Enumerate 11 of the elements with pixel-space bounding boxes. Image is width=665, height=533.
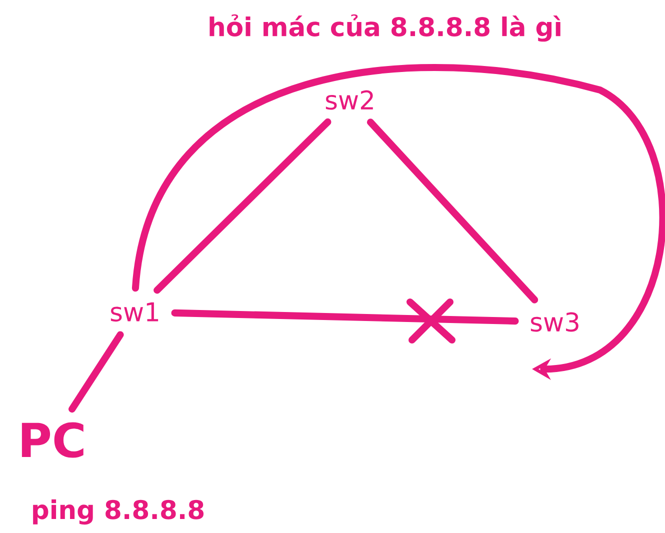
connector-line <box>154 118 332 294</box>
connector-line <box>68 331 124 413</box>
edge-label: hỏi mác của 8.8.8.8 là gì <box>205 12 565 44</box>
node-label: PC <box>22 422 84 458</box>
node-label: sw2 <box>326 90 373 110</box>
node-label: ping 8.8.8.8 <box>33 499 204 525</box>
connector-line <box>366 118 538 304</box>
node-label: sw3 <box>530 312 578 332</box>
connector-line <box>171 309 519 325</box>
node-label: sw1 <box>110 302 158 322</box>
arrow <box>132 64 665 380</box>
